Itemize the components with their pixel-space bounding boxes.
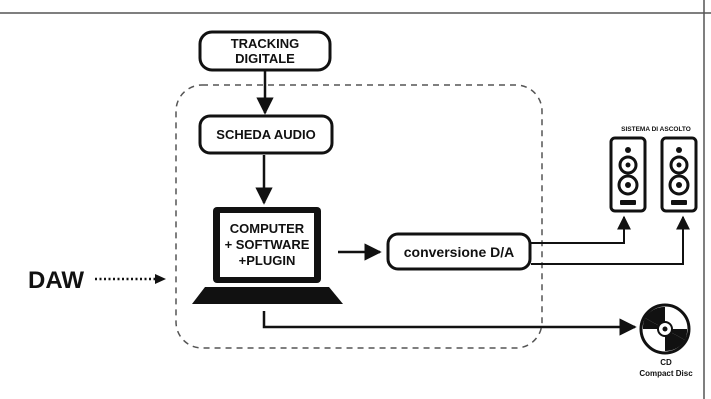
- cd-label-line1: CD: [660, 358, 672, 367]
- sistema-ascolto-label: SISTEMA DI ASCOLTO: [621, 126, 691, 133]
- line-to-speaker-right: [531, 215, 690, 265]
- line-to-cd: [262, 311, 637, 336]
- daw-region: [175, 84, 543, 349]
- conversione-label: conversione D/A: [404, 244, 514, 260]
- computer-label-line1: COMPUTER: [230, 221, 305, 236]
- laptop-icon: COMPUTER + SOFTWARE +PLUGIN: [192, 207, 343, 304]
- tracking-digitale-box: TRACKING DIGITALE: [198, 30, 332, 72]
- scheda-audio-label: SCHEDA AUDIO: [216, 127, 315, 142]
- cd-icon: [639, 303, 691, 355]
- daw-label: DAW: [28, 267, 84, 294]
- scheda-audio-box: SCHEDA AUDIO: [198, 114, 334, 155]
- computer-label-line2: + SOFTWARE: [225, 237, 310, 252]
- conversione-da-box: conversione D/A: [386, 232, 532, 271]
- speaker-icon: [660, 136, 698, 213]
- tracking-label-line1: TRACKING: [231, 36, 300, 51]
- line-to-speaker-left: [531, 215, 631, 244]
- tracking-label-line2: DIGITALE: [235, 51, 295, 66]
- daw-arrowhead: [155, 274, 166, 284]
- speaker-icon: [609, 136, 647, 213]
- cd-label-line2: Compact Disc: [639, 369, 693, 378]
- computer-label-line3: +PLUGIN: [239, 253, 296, 268]
